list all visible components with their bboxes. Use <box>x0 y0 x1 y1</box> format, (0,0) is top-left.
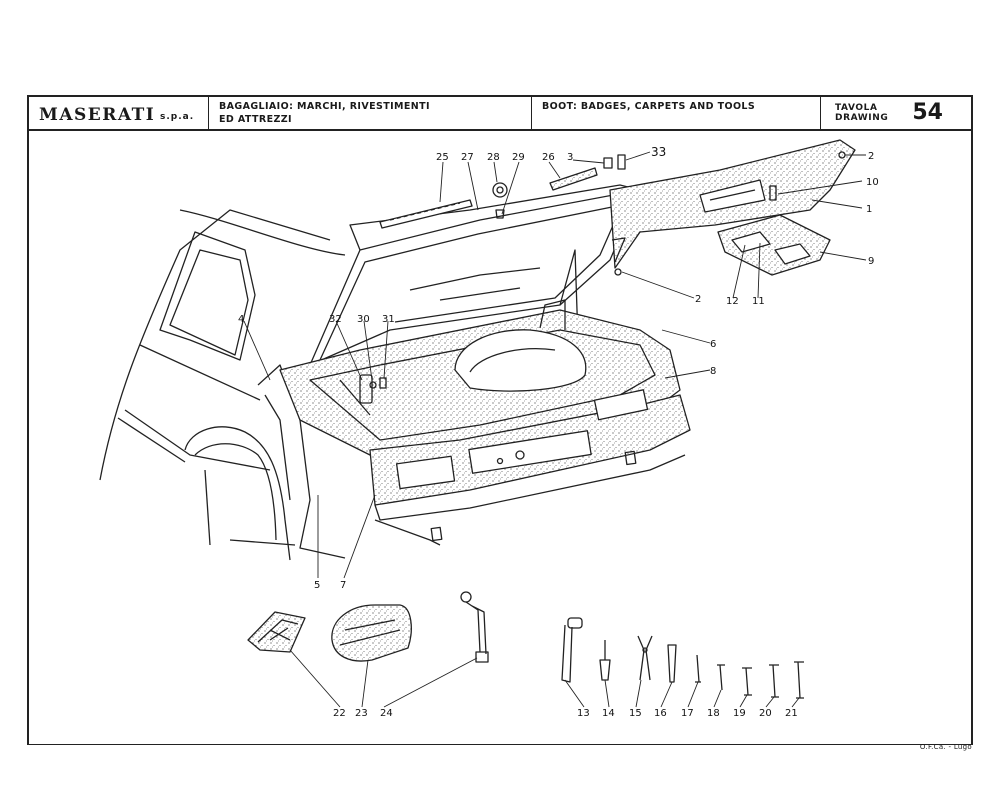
callout-13: 13 <box>577 708 590 719</box>
callout-28: 28 <box>487 152 500 163</box>
callout-labels: 25 27 28 29 26 3 33 2 10 1 9 2 12 11 6 8… <box>238 145 879 719</box>
callout-29: 29 <box>512 152 525 163</box>
callout-2-bottom: 2 <box>695 294 701 305</box>
callout-27: 27 <box>461 152 474 163</box>
tool-tray <box>717 214 831 276</box>
drawing-frame <box>27 131 973 745</box>
callout-11: 11 <box>752 296 765 307</box>
badges <box>379 154 626 229</box>
callout-3: 3 <box>567 152 573 163</box>
callout-20: 20 <box>759 708 772 719</box>
title-block: MASERATI s.p.a. BAGAGLIAIO: MARCHI, RIVE… <box>27 95 973 131</box>
callout-31: 31 <box>382 314 395 325</box>
callout-25: 25 <box>436 152 449 163</box>
brand-suffix: s.p.a. <box>160 112 195 122</box>
callout-8: 8 <box>710 366 716 377</box>
callout-5: 5 <box>314 580 320 591</box>
callout-33: 33 <box>651 145 666 159</box>
english-title-cell: BOOT: BADGES, CARPETS AND TOOLS <box>532 97 821 129</box>
callout-23: 23 <box>355 708 368 719</box>
scissor-jack-illustration <box>247 611 306 653</box>
callout-15: 15 <box>629 708 642 719</box>
callout-17: 17 <box>681 708 694 719</box>
callout-2-top: 2 <box>868 151 874 162</box>
callout-24: 24 <box>380 708 393 719</box>
brand-logo: MASERATI <box>39 105 156 125</box>
callout-32: 32 <box>329 314 342 325</box>
drawing-number: 54 <box>912 100 943 125</box>
drawing-label: DRAWING <box>835 113 889 123</box>
leader-lines <box>243 151 867 708</box>
italian-title-line2: ED ATTREZZI <box>219 114 292 125</box>
callout-6: 6 <box>710 339 716 350</box>
italian-title-cell: BAGAGLIAIO: MARCHI, RIVESTIMENTI ED ATTR… <box>209 97 532 129</box>
drawing-number-cell: TAVOLA DRAWING 54 <box>821 97 971 129</box>
printer-credit: O.F.Ca. - Lugo <box>919 743 972 751</box>
callout-26: 26 <box>542 152 555 163</box>
callout-21: 21 <box>785 708 798 719</box>
callout-30: 30 <box>357 314 370 325</box>
callout-12: 12 <box>726 296 739 307</box>
callout-16: 16 <box>654 708 667 719</box>
callout-4: 4 <box>238 314 244 325</box>
italian-title-line1: BAGAGLIAIO: MARCHI, RIVESTIMENTI <box>219 101 430 112</box>
rear-panel <box>369 389 691 546</box>
callout-7: 7 <box>340 580 346 591</box>
lid-liner-panel <box>609 139 856 269</box>
tavola-label: TAVOLA <box>835 103 878 113</box>
callout-22: 22 <box>333 708 346 719</box>
car-body <box>99 209 346 561</box>
callout-1: 1 <box>866 204 872 215</box>
callout-10: 10 <box>866 177 879 188</box>
tool-bag-illustration <box>331 604 412 662</box>
callout-14: 14 <box>602 708 615 719</box>
callout-18: 18 <box>707 708 720 719</box>
callout-9: 9 <box>868 256 874 267</box>
wheel-brace-illustration <box>460 591 489 663</box>
english-title: BOOT: BADGES, CARPETS AND TOOLS <box>542 101 756 112</box>
hand-tools-illustration <box>561 617 804 699</box>
callout-19: 19 <box>733 708 746 719</box>
brand-cell: MASERATI s.p.a. <box>29 97 209 129</box>
